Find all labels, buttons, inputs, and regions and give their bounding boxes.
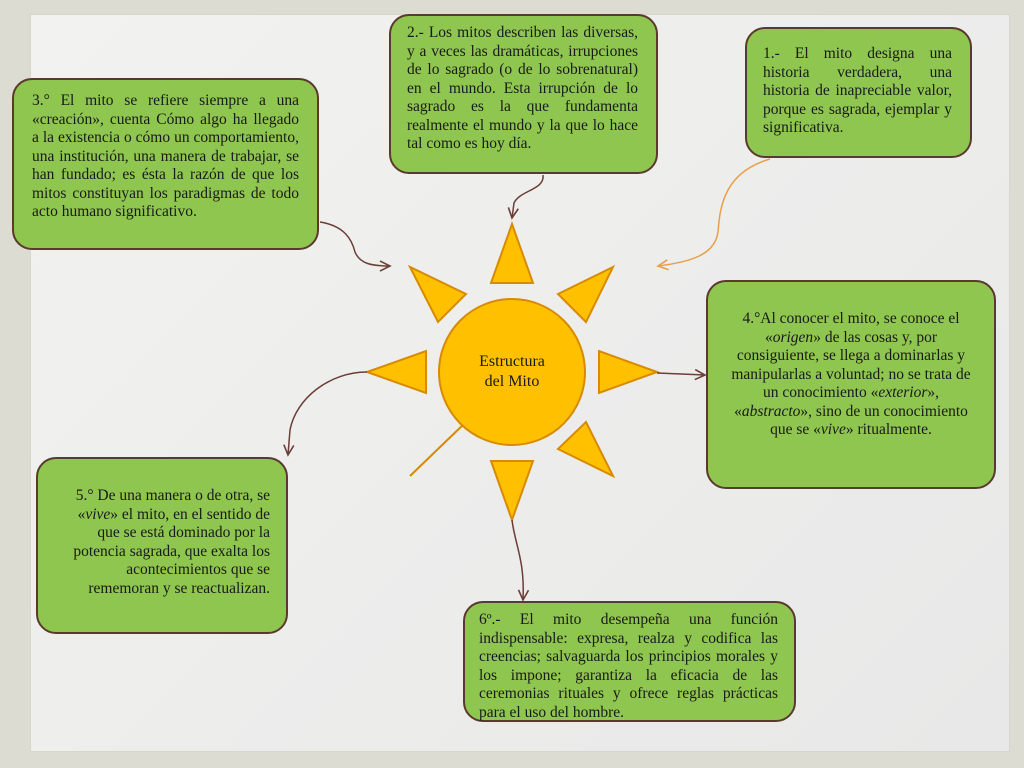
box-6-text: 6º.- El mito desempeña una función indis… <box>479 611 778 721</box>
box-6-function-of-myth: 6º.- El mito desempeña una función indis… <box>463 601 796 722</box>
box-5-lived-myth: 5.° De una manera o de otra, se «vive» e… <box>36 457 288 634</box>
center-title-line-2: del Mito <box>484 373 540 390</box>
connector-box2-to-sun <box>507 174 544 220</box>
connector-sun-to-box6 <box>511 519 530 602</box>
connector-sun-to-box5 <box>283 371 368 457</box>
sun-ray-top <box>489 221 535 284</box>
sun-ray-bottom-right <box>556 420 616 479</box>
box-5-text: 5.° De una manera o de otra, se «vive» e… <box>73 487 270 597</box>
box-3-creation: 3.° El mito se refiere siempre a una «cr… <box>12 78 319 250</box>
sun-rays <box>364 221 660 523</box>
connectors <box>283 158 771 602</box>
connector-box3-to-sun <box>319 221 392 272</box>
box-1-true-story: 1.- El mito designa una historia verdade… <box>745 27 972 158</box>
sun-center-circle <box>438 298 586 446</box>
box-4-text: 4.°Al conocer el mito, se conoce el «ori… <box>731 310 971 438</box>
sun-ray-bottom <box>489 460 535 523</box>
box-2-text: 2.- Los mitos describen las diversas, y … <box>407 24 638 152</box>
box-2-irruptions-of-sacred: 2.- Los mitos describen las diversas, y … <box>389 14 658 174</box>
sun-ray-bottom-left <box>409 421 467 477</box>
box-4-knowing-origin: 4.°Al conocer el mito, se conoce el «ori… <box>706 280 996 489</box>
center-title-line-1: Estructura <box>479 353 545 370</box>
box-3-text: 3.° El mito se refiere siempre a una «cr… <box>32 92 299 220</box>
connector-sun-to-box4 <box>656 368 707 381</box>
center-title: Estructura del Mito <box>442 352 582 392</box>
connector-box1-to-sun <box>656 158 771 271</box>
box-1-text: 1.- El mito designa una historia verdade… <box>763 45 952 136</box>
sun-ray-top-right <box>556 264 616 324</box>
sun-ray-left <box>364 349 427 395</box>
sun-ray-top-left <box>407 264 468 324</box>
sun-ray-right <box>598 349 660 395</box>
